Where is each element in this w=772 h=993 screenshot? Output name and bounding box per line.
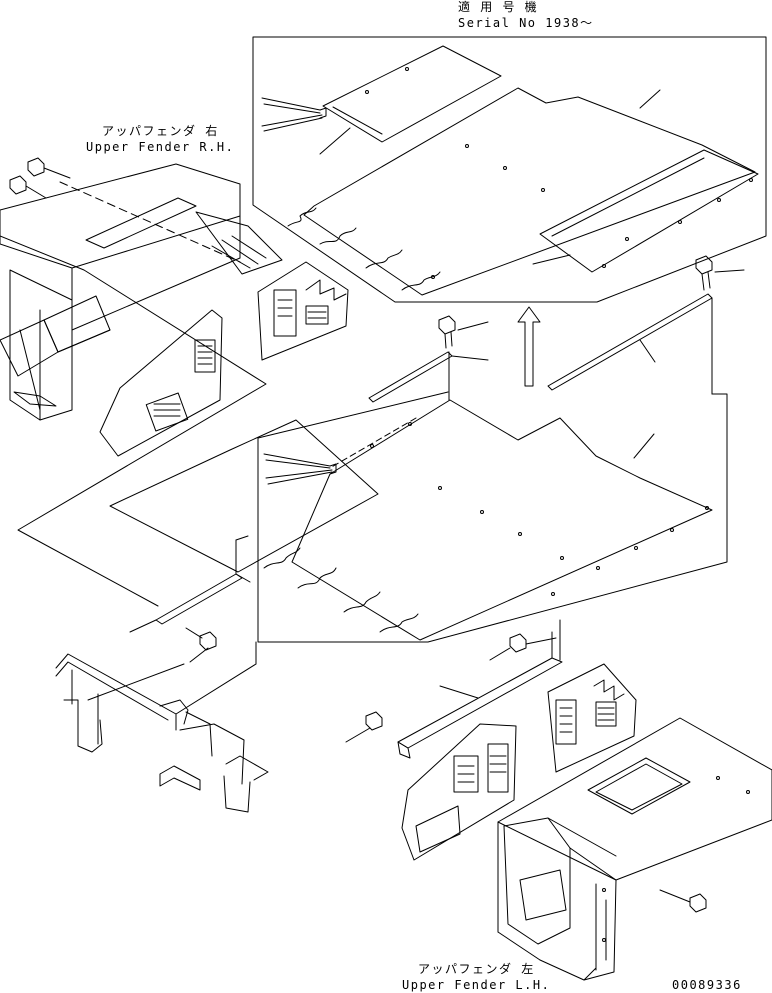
upper-fender-lh-label-en: Upper Fender L.H. xyxy=(402,978,551,992)
drawing-number: 00089336 xyxy=(672,978,742,992)
bolt-lh-bottom xyxy=(660,890,706,912)
serial-variant-frame xyxy=(253,37,766,302)
strip-left xyxy=(130,536,248,632)
strip-right xyxy=(548,294,712,394)
strip-lh xyxy=(398,632,562,758)
pipe-bracket xyxy=(56,654,268,812)
upper-fender-lh-label-jp: アッパフェンダ 左 xyxy=(418,962,535,976)
floor-plate-main xyxy=(110,400,712,640)
upper-fender-rh-label-en: Upper Fender R.H. xyxy=(86,140,235,154)
bolt-center xyxy=(439,316,488,348)
up-arrow xyxy=(518,307,540,386)
bolt-lh-top xyxy=(490,634,556,660)
bolt-left xyxy=(186,628,216,662)
upper-fender-lh xyxy=(498,718,772,980)
upper-fender-rh xyxy=(0,164,282,420)
upper-fender-rh-label-jp: アッパフェンダ 右 xyxy=(102,124,219,138)
side-panel-rh-front xyxy=(100,310,222,456)
side-panel-lh-rear xyxy=(548,664,636,772)
floor-plate-frame xyxy=(258,392,727,642)
strip-center xyxy=(369,352,488,402)
connecting-lines xyxy=(176,574,560,714)
serial-label-jp: 適 用 号 機 xyxy=(458,0,539,14)
bolts-rh-fender xyxy=(10,158,240,262)
bolt-lh-left xyxy=(346,712,382,742)
bolt-right-top xyxy=(696,256,744,290)
serial-label-en: Serial No 1938～ xyxy=(458,16,594,30)
fender-outline-left xyxy=(0,236,266,606)
side-panel-lh-front xyxy=(402,724,516,860)
floor-plate-variant xyxy=(262,46,758,295)
side-panel-rh-rear xyxy=(258,262,348,360)
